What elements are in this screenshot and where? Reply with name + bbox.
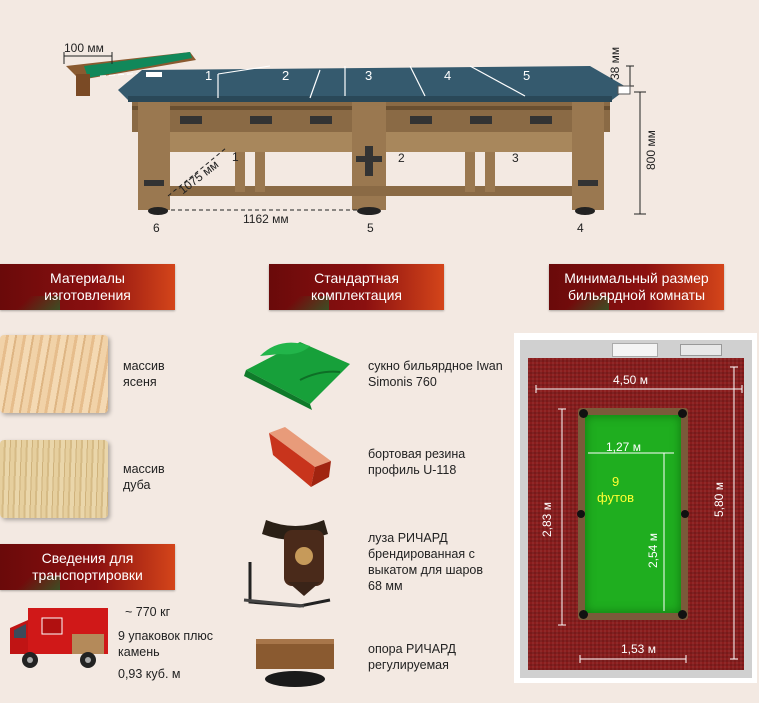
foot-number-4: 4 [577,221,584,235]
leg-number-1: 1 [232,150,239,164]
delivery-truck-icon [10,608,108,668]
cloth-icon [244,342,350,410]
volume-label: 0,93 куб. м [118,667,181,681]
table-frame [132,102,610,215]
top-number-5: 5 [523,68,531,83]
rubber-profile-icon [269,427,331,487]
standard-header-label: Стандартная комплектация [311,270,402,303]
ash-wood-sample [0,335,108,413]
top-number-4: 4 [444,68,452,83]
pocket-label: луза РИЧАРД брендированная с выкатом для… [368,531,484,593]
materials-header: Материалы изготовления [0,264,175,310]
leg-support-icon [256,639,334,687]
foot-number-6: 6 [153,221,160,235]
rail-detail [63,52,196,96]
table-inner-width-label: 1,27 м [606,440,641,454]
top-number-2: 2 [282,68,290,83]
room-dimension-lines [535,366,743,663]
leg-number-2: 2 [398,151,405,165]
standard-header: Стандартная комплектация [269,264,444,310]
pool-table-cloth [585,415,681,613]
top-height-label: 38 мм [608,46,622,80]
cloth-label: сукно бильярдное Iwan Simonis 760 [368,359,503,389]
pocket-ml [577,510,585,518]
foot-number-5: 5 [367,221,374,235]
window-icon [612,343,658,357]
rail-width-label: 100 мм [64,41,104,55]
billiard-table-schematic [63,52,646,215]
leg-support-label: опора РИЧАРД регулируемая [368,642,457,672]
top-number-1: 1 [205,68,213,83]
table-size-num: 9 [612,474,620,489]
top-number-3: 3 [365,68,373,83]
transport-header: Сведения для транспортировки [0,544,175,590]
table-outer-width-label: 1,53 м [621,642,656,656]
weight-label: ~ 770 кг [125,605,171,619]
table-height-label: 800 мм [644,130,658,170]
pocket-tr [678,409,687,418]
oak-wood-sample [0,440,108,518]
pocket-bl [579,610,588,619]
room-header: Минимальный размер бильярдной комнаты [549,264,724,310]
door-icon [680,344,722,356]
pocket-icon [243,520,331,608]
room-length-label: 5,80 м [712,482,726,517]
table-top [118,65,628,102]
table-inner-length-label: 2,54 м [646,533,660,568]
pocket-br [678,610,687,619]
packages-label: 9 упаковок плюс камень [118,629,214,659]
leg-number-3: 3 [512,151,519,165]
ash-wood-label: массив ясеня [123,359,165,389]
room-header-label: Минимальный размер бильярдной комнаты [564,270,709,303]
oak-wood-label: массив дуба [123,462,165,492]
transport-header-label: Сведения для транспортировки [32,550,143,583]
pocket-mr [681,510,689,518]
table-outer-length-label: 2,83 м [540,502,554,537]
materials-header-label: Материалы изготовления [44,270,131,303]
table-length-label: 1162 мм [243,212,289,226]
table-size-unit: футов [597,490,634,505]
rubber-label: бортовая резина профиль U-118 [368,447,466,477]
pocket-tl [579,409,588,418]
room-width-label: 4,50 м [613,373,648,387]
